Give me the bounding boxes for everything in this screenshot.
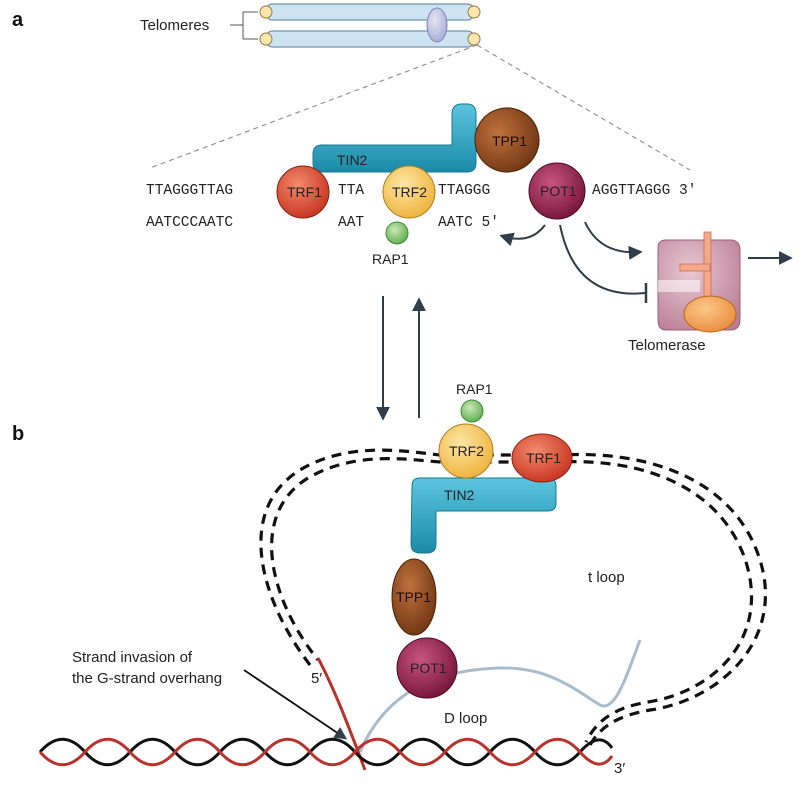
tin2-protein-a	[312, 103, 477, 173]
five-prime-label: 5′	[311, 670, 322, 687]
rap1-label-b: RAP1	[456, 381, 493, 397]
trf1-protein-b	[511, 433, 573, 483]
tpp1-protein-a	[474, 107, 540, 173]
rap1-protein-a	[385, 221, 409, 245]
panel-b-letter: b	[12, 423, 24, 445]
bottom-seq-1: AATCCCAATC	[146, 215, 233, 231]
bottom-seq-2: AAT	[338, 215, 364, 231]
pot1-protein-a	[528, 162, 586, 220]
tpp1-label-a: TPP1	[492, 133, 527, 149]
annotation-line-1: Strand invasion of	[72, 649, 193, 666]
trf2-protein-b	[438, 423, 494, 479]
d-loop-label: D loop	[444, 710, 487, 727]
top-seq-3: TTAGGG	[438, 183, 490, 199]
pot1-protein-b	[396, 637, 458, 699]
panel-a-letter: a	[12, 9, 24, 31]
pot1-label-a: POT1	[540, 183, 577, 199]
pot1-to-5prime-arrow	[499, 224, 546, 247]
telomeres-label: Telomeres	[140, 17, 209, 34]
trf2-protein-a	[382, 165, 436, 219]
pot1-inhibition-line	[559, 224, 646, 295]
pot1-label-b: POT1	[410, 660, 447, 676]
tpp1-protein-b	[391, 558, 437, 636]
tin2-label-a: TIN2	[337, 152, 368, 168]
rap1-protein-b	[460, 399, 484, 423]
annotation-arrow	[243, 669, 348, 740]
tin2-label-b: TIN2	[444, 487, 475, 503]
trf1-label-b: TRF1	[526, 450, 561, 466]
top-seq-4: AGGTTAGGG 3′	[592, 183, 696, 199]
duplex-dna	[38, 737, 614, 767]
trf2-label-b: TRF2	[449, 443, 484, 459]
three-prime-label: 3′	[614, 760, 625, 777]
top-seq-1: TTAGGGTTAG	[146, 183, 233, 199]
t-loop-label: t loop	[588, 569, 625, 586]
telomerase-label: Telomerase	[628, 337, 706, 354]
pot1-to-telomerase-arrow	[584, 221, 643, 260]
t-loop-dna	[259, 448, 767, 746]
rap1-label-a: RAP1	[372, 251, 409, 267]
tin2-protein-b	[410, 477, 557, 554]
top-seq-2: TTA	[338, 183, 364, 199]
telomerase-enzyme	[657, 231, 741, 333]
trf2-label-a: TRF2	[392, 184, 427, 200]
chromosome	[259, 3, 481, 48]
trf1-protein-a	[276, 165, 330, 219]
telomeres-bracket	[230, 11, 258, 40]
tpp1-label-b: TPP1	[396, 589, 431, 605]
zoom-line-left	[149, 44, 478, 169]
d-loop-strand	[358, 639, 642, 753]
bottom-seq-3: AATC 5′	[438, 215, 499, 231]
trf1-label-a: TRF1	[287, 184, 322, 200]
annotation-line-2: the G-strand overhang	[72, 670, 222, 687]
